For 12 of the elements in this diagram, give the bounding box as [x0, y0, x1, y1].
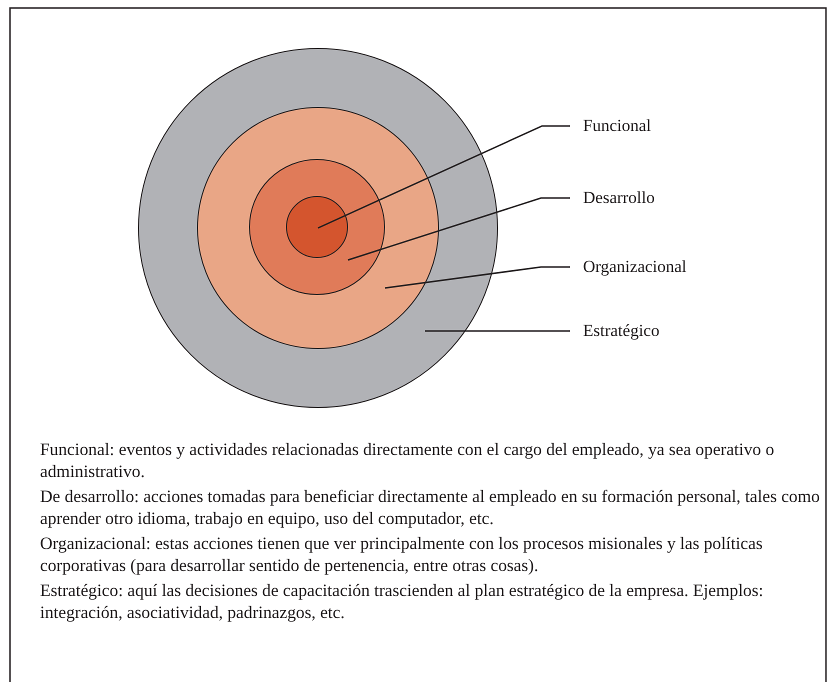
ring-label: Desarrollo — [570, 188, 655, 208]
leader-line — [425, 330, 570, 332]
description-paragraph: Organizacional: estas acciones tienen que ver principalmente con los procesos misionales y las políticas corporativas (para desarrollar sentido de pertenencia, entre otras cosas). — [40, 532, 764, 576]
ring-label: Estratégico — [570, 321, 660, 341]
description-paragraph: Funcional: eventos y actividades relacionadas directamente con el cargo del empleado, ya sea operativo o administrativo. — [40, 438, 776, 482]
ring-label: Funcional — [570, 116, 651, 136]
description-paragraph: De desarrollo: acciones tomadas para beneficiar directamente al empleado en su formación personal, tales como aprender otro idioma, trabajo en equipo, uso del computador, etc. — [40, 485, 820, 529]
leader-line — [384, 266, 570, 289]
description-paragraph: Estratégico: aquí las decisiones de capacitación trascienden al plan estratégico de la empresa. Ejemplos: integración, asociatividad, padrinazgos, etc. — [40, 579, 764, 623]
leader-line — [318, 125, 570, 229]
leader-line — [348, 197, 570, 261]
ring-label: Organizacional — [570, 257, 687, 277]
